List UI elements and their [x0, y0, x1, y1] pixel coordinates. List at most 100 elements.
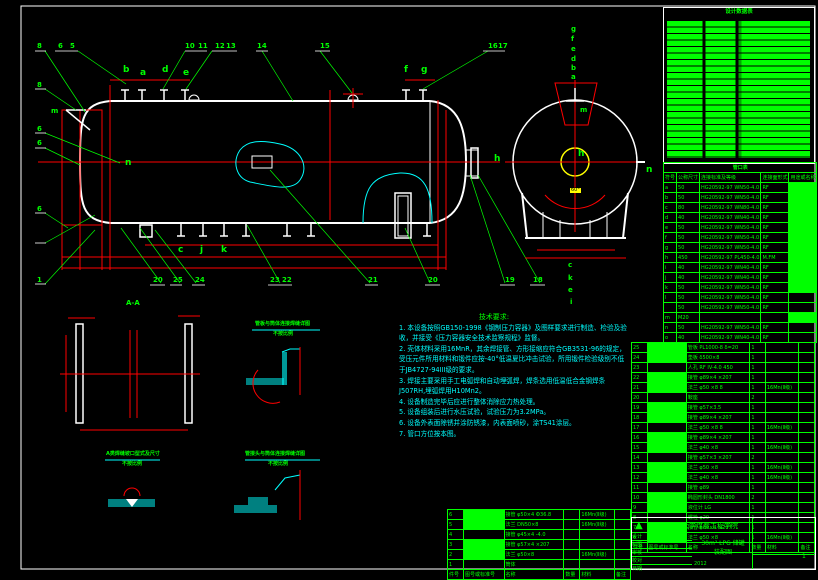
detail-title: 管板与筒体连接焊缝详图 [255, 321, 311, 327]
table-cell: 椭圆形封头 DN1800 [685, 492, 751, 503]
table-cell: 2 [749, 392, 766, 403]
table-cell: 垫板 δ500×8 [685, 352, 751, 363]
table-cell: 40 [676, 332, 701, 343]
design-data-title: 设计数据表 [725, 9, 753, 15]
table-cell: k [662, 282, 678, 293]
divider [752, 518, 753, 569]
nozzle-label-g: g [421, 65, 428, 75]
part-label: 8 [37, 42, 42, 50]
nozzle-label-e: e [183, 68, 190, 78]
table-cell [798, 422, 815, 433]
table-cell: 16Mn(Ⅱ级) [579, 519, 615, 530]
table-cell [579, 559, 615, 570]
column-header: 用途或名称 [788, 172, 818, 183]
table-cell [798, 352, 815, 363]
side-bottom-label: i [570, 298, 573, 306]
nozzle-table-title: 管口表 [662, 162, 818, 173]
table-cell: HG20592-97 WN40-4.0 [699, 212, 762, 223]
table-cell [646, 342, 687, 353]
table-cell: 50 [676, 242, 701, 253]
table-cell: 接管 φ57×4 ×207 [503, 539, 565, 550]
nozzle-label-a: a [140, 68, 147, 78]
table-cell: f [662, 232, 678, 243]
title-block: ▲ 山西大同大学煤炭工程学院 设计 制图 审核 校对 日期 30m³ LPG 储… [631, 517, 816, 572]
part-label: 11 [198, 42, 208, 50]
table-cell: 22 [631, 372, 648, 383]
table-cell [563, 559, 581, 570]
table-cell: m [662, 312, 678, 323]
column-header: 图号或标准号 [646, 542, 687, 553]
table-cell: 11 [631, 482, 648, 493]
table-cell: RF [760, 242, 790, 253]
table-cell: 5 [447, 519, 464, 530]
table-cell: d [662, 212, 678, 223]
table-cell: 接管 φ89×4 ×207 [685, 432, 751, 443]
nozzle-stack-label: g [571, 25, 577, 33]
table-cell: 法兰 φ40 ×8 [685, 472, 751, 483]
table-cell [798, 382, 815, 393]
detail-subtitle: 不按比例 [273, 331, 294, 337]
column-header: 备注 [613, 569, 632, 580]
table-cell: RF [760, 272, 790, 283]
table-cell: HG20592-97 WN50-4.0 [699, 192, 762, 203]
main-vessel-view [35, 50, 545, 286]
technical-requirements: 技术要求: 1. 本设备按照GB150-1998《钢制压力容器》及图样要求进行制… [399, 312, 629, 439]
table-cell: 20 [631, 392, 648, 403]
table-cell: 24 [631, 352, 648, 363]
table-cell [462, 529, 505, 540]
table-cell: 23 [631, 362, 648, 373]
table-cell: HG20592-97 WN40-4.0 [699, 332, 762, 343]
table-cell [764, 352, 800, 363]
column-header: 公称尺寸 [676, 172, 701, 183]
part-label: 18 [533, 276, 543, 284]
table-cell: 50 [676, 182, 701, 193]
part-label: 19 [505, 276, 515, 284]
tech-req-item: 6. 设备外表面除锈并涂防锈漆，内表面喷砂，涂TS41涂层。 [399, 418, 576, 427]
table-cell [563, 549, 581, 560]
table-cell: 接管 φ89×4 ×207 [685, 412, 751, 423]
weld-detail-2 [105, 459, 160, 507]
table-cell: 25 [631, 342, 648, 353]
table-cell: RF [760, 332, 790, 343]
table-cell: 14 [631, 452, 648, 463]
table-cell: 3 [447, 539, 464, 550]
table-cell: 16Mn(Ⅱ级) [764, 462, 800, 473]
institution-row: ▲ 山西大同大学煤炭工程学院 [632, 518, 753, 533]
column-header: 材料 [579, 569, 615, 580]
table-cell: j [662, 272, 678, 283]
table-cell: RF [760, 182, 790, 193]
table-cell [798, 482, 815, 493]
nozzle-label-m: m [51, 107, 59, 115]
role-label: 审核 [632, 549, 692, 557]
column-header: 材料 [764, 542, 800, 553]
table-cell [764, 502, 800, 513]
table-cell: RF [760, 292, 790, 303]
table-cell [563, 519, 581, 530]
table-cell [646, 432, 687, 443]
detail-title: 管接头与筒体连接焊缝详图 [245, 451, 306, 457]
table-cell: HG20592-97 WN50-4.0 [699, 292, 762, 303]
table-cell [798, 392, 815, 403]
table-cell [646, 402, 687, 413]
table-cell [462, 539, 505, 550]
table-cell: 2 [749, 452, 766, 463]
purpose-cell [788, 252, 818, 263]
table-cell: 1 [749, 472, 766, 483]
table-cell [798, 452, 815, 463]
table-cell: 80 [676, 202, 701, 213]
column-header: 连接标准及等级 [699, 172, 762, 183]
purpose-cell [788, 282, 818, 293]
table-cell [798, 362, 815, 373]
column-header: 名称 [503, 569, 565, 580]
